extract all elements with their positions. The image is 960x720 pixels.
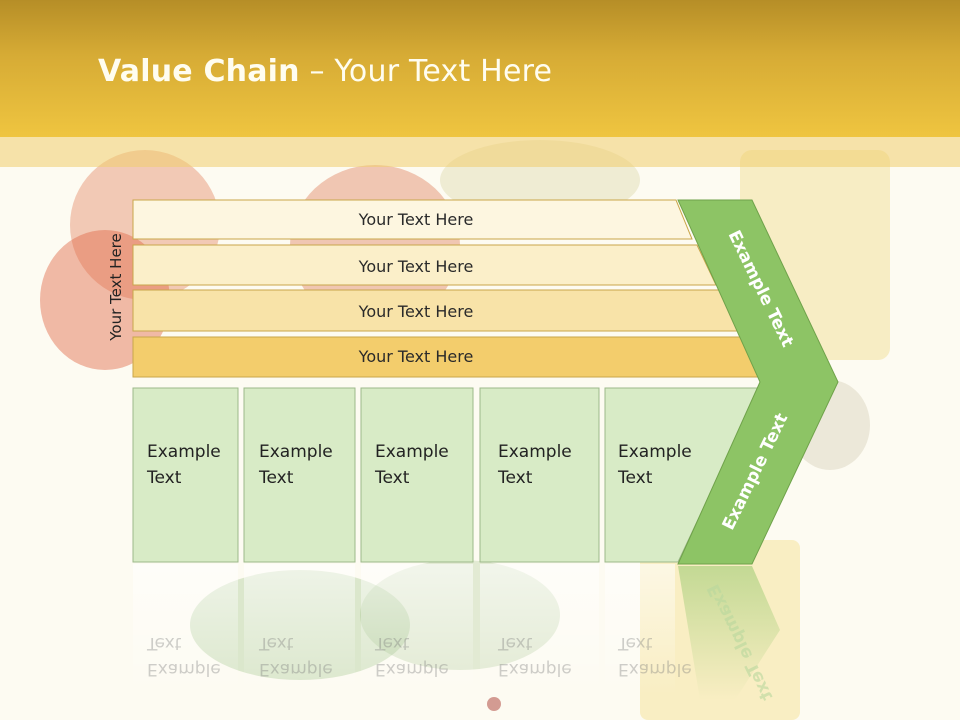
title-bold: Value Chain xyxy=(98,54,300,89)
bar-3-text: Your Text Here xyxy=(358,302,474,321)
box-3-reflection xyxy=(361,564,473,694)
box-1-line2: Text xyxy=(147,468,182,488)
box-3-reflection-line2: Text xyxy=(375,633,410,653)
box-3-reflection-text: Example Text xyxy=(375,630,449,682)
box-3 xyxy=(360,387,474,563)
box-1 xyxy=(132,387,239,563)
box-5 xyxy=(604,387,761,563)
box-1-reflection xyxy=(133,564,238,694)
box-5-line2: Text xyxy=(618,468,653,488)
box-5-reflection-line2: Text xyxy=(618,633,653,653)
box-5-reflection-text: Example Text xyxy=(618,630,692,682)
box-4-reflection-text: Example Text xyxy=(498,630,572,682)
box-2-reflection-line1: Example xyxy=(259,659,333,679)
box-1-text: Example Text xyxy=(147,439,221,491)
box-2-reflection-line2: Text xyxy=(259,633,294,653)
box-4-reflection-line1: Example xyxy=(498,659,572,679)
box-1-reflection-text: Example Text xyxy=(147,630,221,682)
banner-strip xyxy=(0,137,960,167)
box-5-line1: Example xyxy=(618,442,692,462)
box-3-reflection-line1: Example xyxy=(375,659,449,679)
box-4-line2: Text xyxy=(498,468,533,488)
box-4-text: Example Text xyxy=(498,439,572,491)
slide-title: Value Chain – Your Text Here xyxy=(98,54,552,89)
bar-2-text: Your Text Here xyxy=(358,257,474,276)
bar-4-text: Your Text Here xyxy=(358,347,474,366)
chevron-reflection xyxy=(678,566,780,700)
box-2-reflection xyxy=(244,564,355,694)
title-banner xyxy=(0,0,960,137)
box-1-reflection-line1: Example xyxy=(147,659,221,679)
box-2-line1: Example xyxy=(259,442,333,462)
box-5-reflection-line1: Example xyxy=(618,659,692,679)
box-4 xyxy=(479,387,600,563)
box-2 xyxy=(243,387,356,563)
box-5-text: Example Text xyxy=(618,439,692,491)
box-1-reflection-line2: Text xyxy=(147,633,182,653)
box-4-reflection xyxy=(480,564,599,694)
box-5-reflection xyxy=(605,564,675,694)
title-rest: – Your Text Here xyxy=(299,54,553,89)
box-3-line2: Text xyxy=(375,468,410,488)
box-1-line1: Example xyxy=(147,442,221,462)
box-2-text: Example Text xyxy=(259,439,333,491)
bar-1 xyxy=(132,199,693,240)
box-2-reflection-text: Example Text xyxy=(259,630,333,682)
chevron-arrow xyxy=(677,199,839,565)
box-4-reflection-line2: Text xyxy=(498,633,533,653)
box-3-line1: Example xyxy=(375,442,449,462)
box-4-line1: Example xyxy=(498,442,572,462)
box-2-line2: Text xyxy=(259,468,294,488)
box-3-text: Example Text xyxy=(375,439,449,491)
bar-1-text: Your Text Here xyxy=(358,210,474,229)
